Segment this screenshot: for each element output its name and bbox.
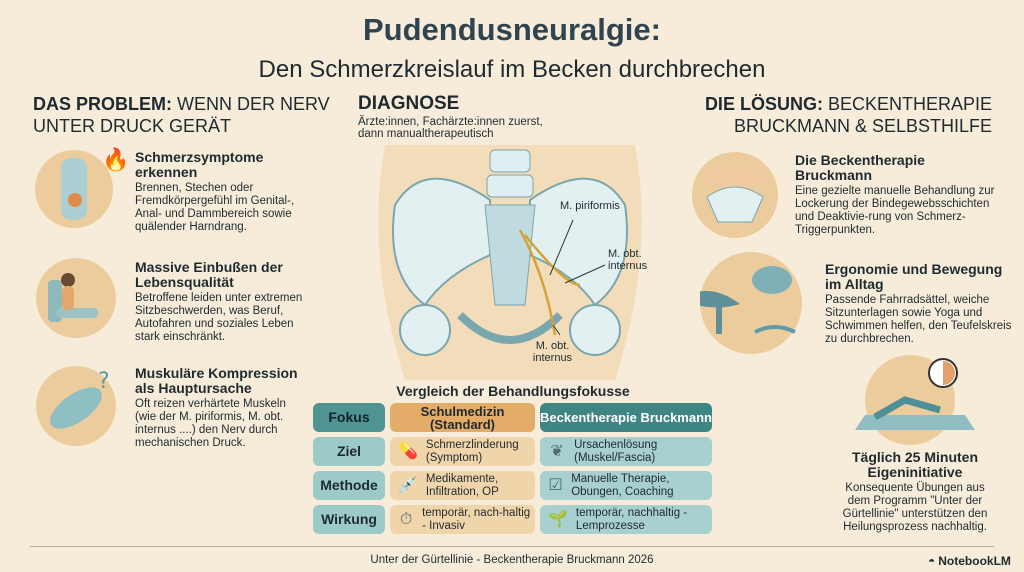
flame-icon: 🔥 <box>102 147 130 172</box>
table-cell: 💉 Medikamente, Infiltration, OP <box>390 471 535 500</box>
pill-icon: 💊 <box>398 443 418 460</box>
saddle-swim-icon <box>685 252 802 354</box>
solution-heading-rest: BECKENTHERAPIE BRUCKMANN & SELBSTHILFE <box>733 94 992 136</box>
problem-heading: DAS PROBLEM: WENN DER NERV UNTER DRUCK G… <box>33 93 355 137</box>
item-text: Betroffene leiden unter extremen Sitzbes… <box>135 292 303 343</box>
label-piriformis: M. piriformis <box>560 200 620 212</box>
list-item: Ergonomie und Bewegung im Alltag Passend… <box>825 262 1015 346</box>
label-leader-line <box>549 219 574 276</box>
diagnose-subtext: Ärzte:innen, Fachärzte:innen zuerst, dan… <box>358 116 543 140</box>
item-text: Brennen, Stechen oder Fremdkörpergefühl … <box>135 182 295 233</box>
table-cell: ☑ Manuelle Therapie, Obungen, Coaching <box>540 471 712 500</box>
solution-heading-bold: DIE LÖSUNG: <box>704 94 823 114</box>
label-obt-internus-lower: M. obt. internus <box>532 340 573 364</box>
brand-name: NotebookLM <box>938 554 1011 568</box>
cell-text: Manuelle Therapie, Obungen, Coaching <box>571 472 674 498</box>
page-subtitle: Den Schmerzkreislauf im Becken durchbrec… <box>258 56 766 83</box>
table-cell: ❦ Ursachenlösung (Muskel/Fascia) <box>540 437 712 466</box>
cell-text: temporär, nachhaltig - Lemprozesse <box>575 506 688 532</box>
sprout-icon: 🌱 <box>548 511 568 528</box>
pain-flame-icon <box>35 150 113 228</box>
item-text: Eine gezielte manuelle Behandlung zur Lo… <box>795 185 995 236</box>
item-title: Ergonomie und Bewegung im Alltag <box>825 261 1003 292</box>
hands-pelvis-icon <box>692 152 778 238</box>
footer-text: Unter der Gürtellinie - Beckentherapie B… <box>370 554 654 566</box>
list-item: Massive Einbußen der Lebensqualität Betr… <box>135 260 307 344</box>
table-header-beckentherapie: Beckentherapie Bruckmann <box>540 403 712 432</box>
table-title: Vergleich der Behandlungsfokusse <box>396 383 630 399</box>
list-item: Die Beckentherapie Bruckmann Eine geziel… <box>795 153 1005 237</box>
item-title: Täglich 25 Minuten Eigeninitiative <box>851 449 978 480</box>
page-title: Pudendusneuralgie: <box>363 12 661 47</box>
muscle-fiber-icon: ❦ <box>550 443 564 460</box>
label-leader-line <box>564 264 606 284</box>
item-text: Konsequente Übungen aus dem Programm "Un… <box>842 482 988 533</box>
problem-heading-rest: WENN DER NERV UNTER DRUCK GERÄT <box>33 94 330 136</box>
table-row-label: Methode <box>313 471 385 500</box>
cell-text: Medikamente, Infiltration, OP <box>425 472 499 498</box>
label-leader-line <box>552 324 561 336</box>
checklist-icon: ☑ <box>548 477 563 494</box>
item-title: Schmerzsymptome erkennen <box>135 149 264 180</box>
notebooklm-icon: ◓ <box>928 554 936 568</box>
timer-icon: ⏱ <box>399 511 413 528</box>
list-item: Muskuläre Kompression als Hauptursache O… <box>135 366 307 450</box>
item-text: Oft reizen verhärtete Muskeln (wie der M… <box>135 398 286 449</box>
notebooklm-logo: ◓NotebookLM <box>928 554 1011 568</box>
item-title: Massive Einbußen der Lebensqualität <box>135 259 283 290</box>
solution-heading: DIE LÖSUNG: BECKENTHERAPIE BRUCKMANN & S… <box>660 93 992 137</box>
car-seat-icon <box>36 258 116 338</box>
syringe-icon: 💉 <box>398 477 418 494</box>
problem-heading-bold: DAS PROBLEM: <box>33 94 172 114</box>
footer-divider <box>30 546 994 547</box>
list-item: Schmerzsymptome erkennen Brennen, Steche… <box>135 150 307 234</box>
table-row-label: Wirkung <box>313 505 385 534</box>
item-text: Passende Fahrradsättel, weiche Sitzunter… <box>825 294 1012 345</box>
item-title: Die Beckentherapie Bruckmann <box>795 152 925 183</box>
table-header-fokus: Fokus <box>313 403 385 432</box>
list-item: Täglich 25 Minuten Eigeninitiative Konse… <box>835 450 995 534</box>
diagnose-heading: DIAGNOSE <box>358 93 460 114</box>
table-cell: 🌱 temporär, nachhaltig - Lemprozesse <box>540 505 712 534</box>
cell-text: temporär, nach-haltig - Invasiv <box>422 506 531 532</box>
table-header-schulmedizin: Schulmedizin (Standard) <box>390 403 535 432</box>
svg-text:?: ? <box>98 369 110 394</box>
exercise-clock-icon <box>855 355 975 445</box>
pelvis-illustration <box>378 145 642 380</box>
table-cell: ⏱ temporär, nach-haltig - Invasiv <box>390 505 535 534</box>
table-row-label: Ziel <box>313 437 385 466</box>
cell-text: Schmerzlinderung (Symptom) <box>425 438 519 464</box>
item-title: Muskuläre Kompression als Hauptursache <box>135 365 298 396</box>
label-obt-internus: M. obt. internus <box>608 248 648 272</box>
muscle-icon: ? <box>36 366 116 446</box>
table-cell: 💊 Schmerzlinderung (Symptom) <box>390 437 535 466</box>
cell-text: Ursachenlösung (Muskel/Fascia) <box>574 438 658 464</box>
